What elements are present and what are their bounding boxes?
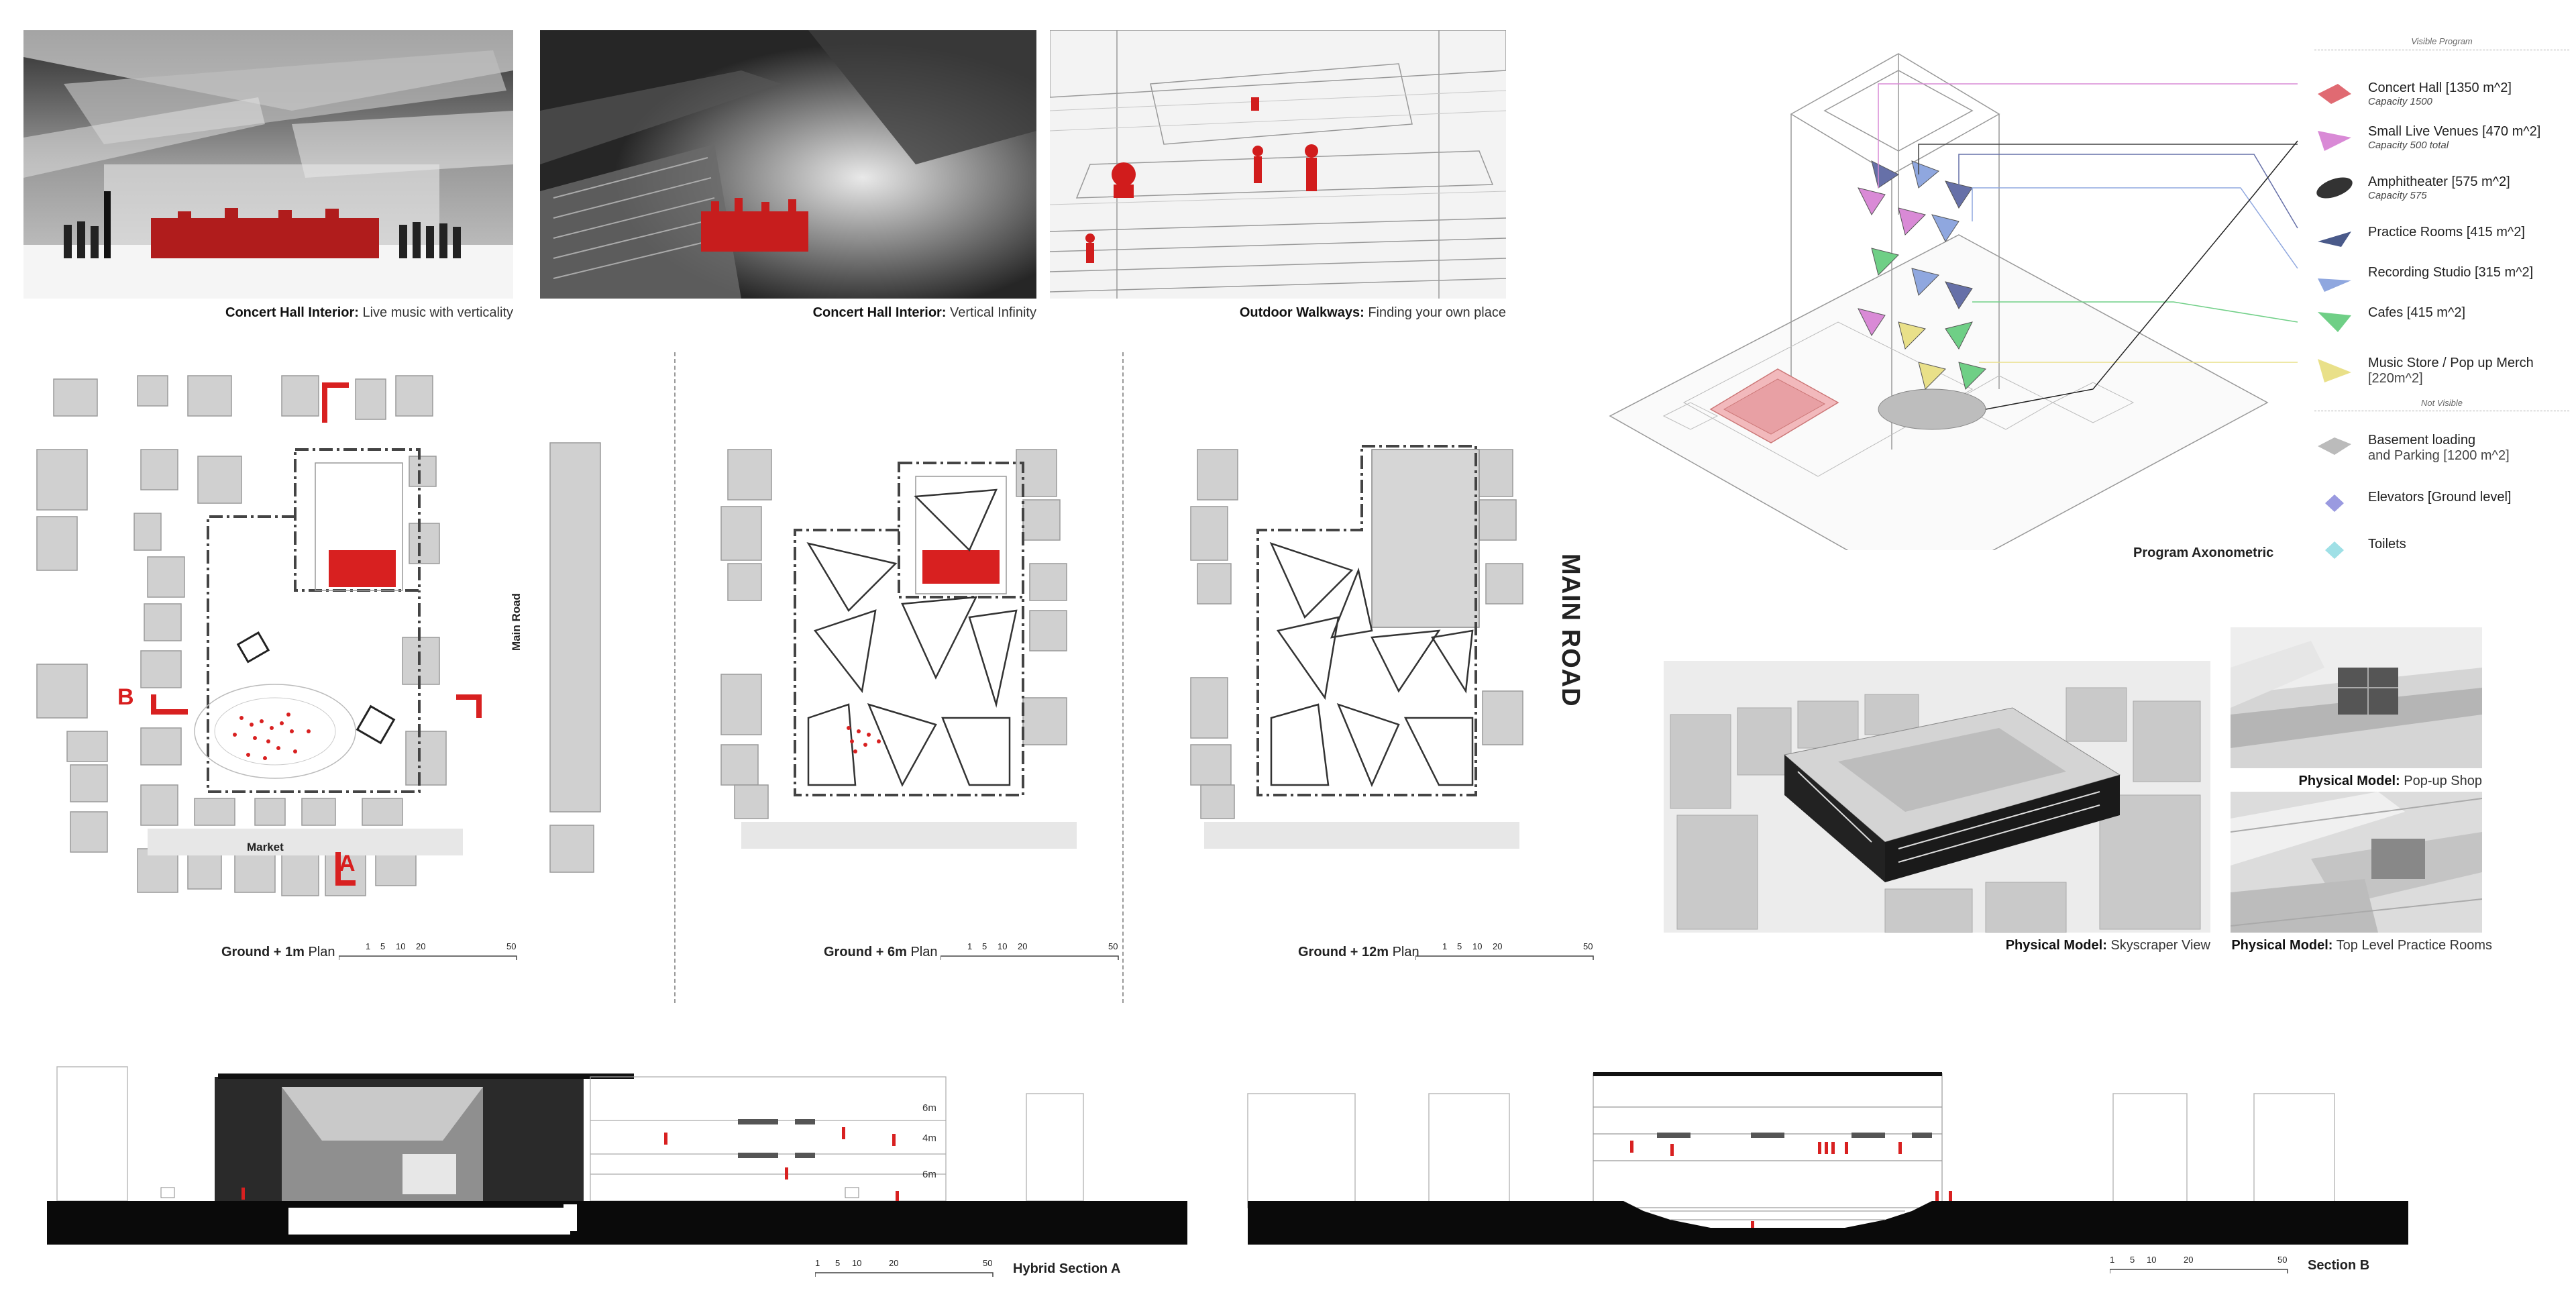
toilets-swatch (2325, 541, 2344, 559)
scalebar-plan-2: 1 5 10 20 50 (940, 941, 1122, 961)
model-caption-2: Physical Model: Pop-up Shop (2298, 774, 2482, 788)
hybrid-section-a-drawing (47, 1066, 1187, 1245)
plan-label-3: Ground + 12m Plan (1298, 945, 1419, 959)
legend-item-toilets: Toilets (2314, 533, 2576, 574)
main-road-label-plan1: Main Road (510, 593, 523, 651)
height-label-3: 6m (922, 1169, 936, 1180)
amphitheater-swatch (2316, 177, 2353, 199)
model-caption-3: Physical Model: Top Level Practice Rooms (2231, 938, 2492, 953)
physical-model-practice-rooms (2231, 792, 2482, 933)
render-caption-3: Outdoor Walkways: Finding your own place (1239, 305, 1506, 320)
plan-ground-12m (1190, 445, 1523, 849)
cafes-swatch (2318, 312, 2351, 332)
legend-item-concert-hall: Concert Hall [1350 m^2] Capacity 1500 (2314, 77, 2576, 117)
legend-item-music-store: Music Store / Pop up Merch [220m^2] (2314, 352, 2576, 392)
section-marker-a: A (339, 851, 356, 876)
render-concert-hall-verticality (23, 30, 513, 299)
legend-item-small-live-venues: Small Live Venues [470 m^2] Capacity 500… (2314, 121, 2576, 161)
concert-hall-swatch (2318, 84, 2351, 104)
section-a-title: Hybrid Section A (1013, 1261, 1121, 1276)
scalebar-plan-3: 1 5 10 20 50 (1415, 941, 1597, 961)
height-label-1: 6m (922, 1102, 936, 1114)
legend-item-elevators: Elevators [Ground level] (2314, 486, 2576, 527)
plan-divider-1 (674, 352, 676, 1003)
plan-ground-6m (720, 449, 1077, 849)
elevators-swatch (2325, 494, 2344, 512)
section-b-title: Section B (2308, 1258, 2370, 1273)
legend-item-cafes: Cafes [415 m^2] (2314, 302, 2576, 342)
music-store-swatch (2318, 359, 2351, 382)
market-label: Market (247, 841, 284, 853)
section-marker-b: B (117, 684, 134, 710)
physical-model-skyscraper-view (1664, 661, 2210, 933)
scalebar-plan-1: 1 5 10 20 50 (338, 941, 520, 961)
plan-label-1: Ground + 1m Plan (221, 945, 335, 959)
plan-divider-2 (1122, 352, 1124, 1003)
section-b-drawing (1247, 1072, 2408, 1245)
plan-ground-1m (36, 375, 601, 896)
legend-item-amphitheater: Amphitheater [575 m^2] Capacity 575 (2314, 171, 2576, 211)
legend-item-basement: Basement loading and Parking [1200 m^2] (2314, 429, 2576, 470)
small-venue-swatch (2318, 131, 2351, 151)
practice-rooms-swatch (2318, 231, 2351, 247)
render-vertical-infinity (540, 30, 1036, 299)
main-road-label-big: MAIN ROAD (1556, 554, 1585, 707)
recording-studio-swatch (2318, 278, 2351, 292)
scalebar-section-a: 1 5 10 20 50 (814, 1258, 996, 1278)
height-label-2: 4m (922, 1133, 936, 1144)
axo-title: Program Axonometric (2133, 545, 2274, 560)
physical-model-popup-shop (2231, 627, 2482, 768)
model-caption-1: Physical Model: Skyscraper View (2005, 938, 2210, 953)
legend-item-practice-rooms: Practice Rooms [415 m^2] (2314, 221, 2576, 262)
basement-swatch (2318, 437, 2351, 455)
plan-label-2: Ground + 6m Plan (824, 945, 938, 959)
scalebar-section-b: 1 5 10 20 50 (2109, 1255, 2291, 1275)
legend-not-visible-header: Not Visible (2421, 398, 2463, 408)
legend-item-recording-studio: Recording Studio [315 m^2] (2314, 262, 2576, 302)
program-axonometric-diagram (1609, 53, 2298, 550)
render-caption-2: Concert Hall Interior: Vertical Infinity (812, 305, 1036, 320)
render-caption-1: Concert Hall Interior: Live music with v… (225, 305, 513, 320)
render-outdoor-walkways (1050, 30, 1506, 299)
legend-visible-header: Visible Program (2411, 36, 2473, 46)
